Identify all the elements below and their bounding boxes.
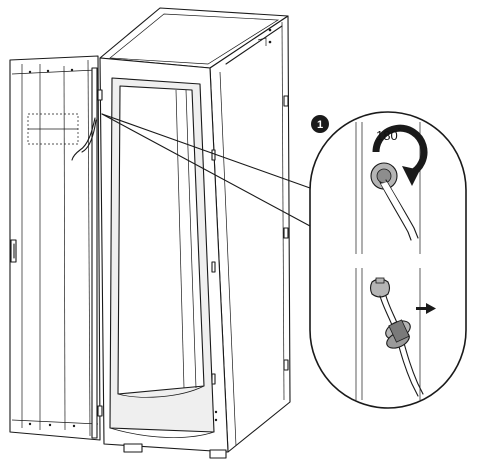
cabinet-frame	[97, 7, 291, 459]
callout-pointer	[101, 113, 311, 227]
detail-magnifier: 180° 1	[309, 111, 467, 409]
pull-arrow-icon	[416, 303, 436, 314]
rotation-angle-label: 180°	[376, 127, 401, 143]
svg-text:1: 1	[317, 119, 323, 131]
cabinet-door	[9, 55, 101, 441]
rotation-arrow-icon	[402, 166, 420, 186]
grommet-removal-detail	[369, 277, 436, 397]
step-badge: 1	[311, 115, 329, 133]
grommet-rotation-detail	[370, 124, 428, 241]
